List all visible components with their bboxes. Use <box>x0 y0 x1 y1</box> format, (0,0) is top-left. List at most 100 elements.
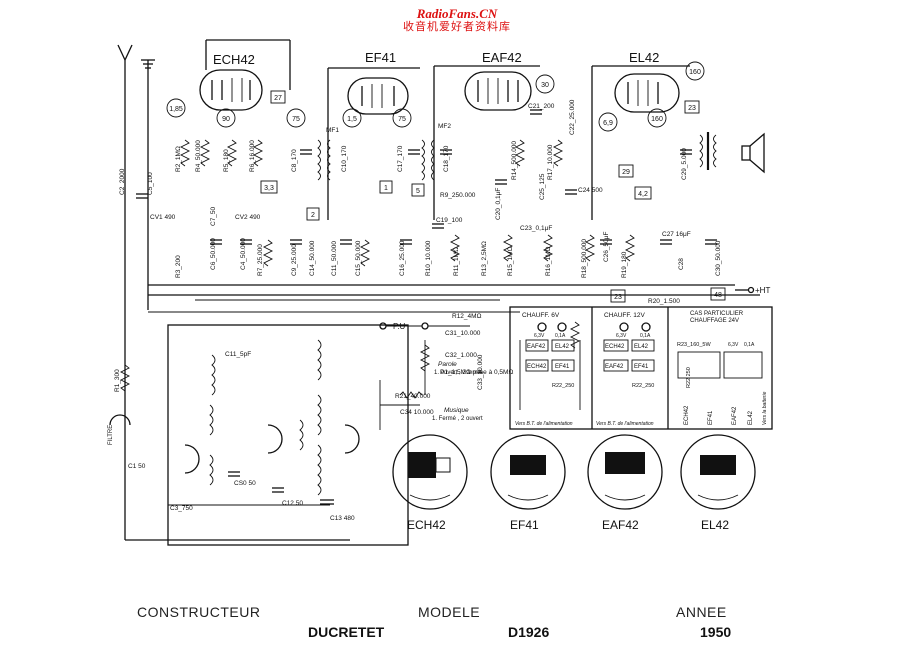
component-label: R14_500.000 <box>511 141 518 180</box>
inset-box1-rating: 0,1A <box>555 333 566 339</box>
component-label: C29_5.000 <box>681 148 688 180</box>
tube-ech42: ECH42 <box>199 39 291 111</box>
component-label: C2_2000 <box>119 168 126 195</box>
component-label: C26_50μF <box>603 231 610 262</box>
inset-box3-foot: Vers la batterie <box>762 391 768 425</box>
boxed-value: 2 <box>311 212 315 219</box>
switch-note-title: Parole <box>438 361 457 368</box>
inset-box1-tube: EAF42 <box>527 344 546 350</box>
boxed-values: 27 3,3 2 5 1 29 4,2 23 23 48 <box>260 90 726 303</box>
inset-box2-resistor: R22_250 <box>632 383 654 389</box>
component-label: C33_10.000 <box>477 354 484 390</box>
bus-lines <box>124 60 760 541</box>
circled-value: 160 <box>689 69 701 76</box>
inset-box3-resistor: R23_160_5W <box>677 342 711 348</box>
component-label: C21_200 <box>528 103 555 110</box>
inset-box1-foot: Vers B.T. de l'alimentation <box>515 421 573 427</box>
component-label: R1_300 <box>114 369 121 392</box>
circled-values: 1,85 90 75 1,5 75 30 6,9 160 160 <box>166 61 705 132</box>
component-label: C6_50.000 <box>210 238 217 270</box>
component-label: C1 50 <box>128 463 146 470</box>
upper-components: +HT <box>136 109 770 349</box>
socket-el42-label: EL42 <box>701 518 729 532</box>
component-label: MF2 <box>438 123 451 130</box>
circled-value: 6,9 <box>603 120 613 127</box>
component-label: C3_750 <box>170 505 193 512</box>
inset-box1-tube: EL42 <box>555 344 570 350</box>
inset-box2-tube: EL42 <box>634 344 649 350</box>
component-label: R12_4MΩ <box>452 313 482 320</box>
component-label: P1_1,5MΩ prise à 0,5MΩ <box>440 369 513 376</box>
component-label: C27 16μF <box>662 231 691 238</box>
antenna-symbol <box>117 44 155 75</box>
circled-value: 90 <box>222 116 230 123</box>
circled-value: 75 <box>398 116 406 123</box>
socket-ech42: ECH42 <box>392 434 468 532</box>
component-label: R9_250.000 <box>440 192 476 199</box>
inset-box1-title: CHAUFF. 6V <box>522 312 560 319</box>
component-label: MF1 <box>326 127 339 134</box>
component-label: C11_5pF <box>225 351 251 358</box>
inset-box3-tube: EL42 <box>748 410 754 425</box>
socket-eaf42-label: EAF42 <box>602 518 639 532</box>
pu-label: P.U <box>393 322 406 331</box>
component-label: C22_25.000 <box>569 99 576 135</box>
component-label: C13 480 <box>330 515 355 522</box>
boxed-value: 29 <box>622 169 630 176</box>
tube-ef41: EF41 <box>327 50 420 220</box>
component-label: C28 <box>678 258 685 270</box>
component-label: C24 500 <box>578 187 603 194</box>
site-title: RadioFans.CN <box>416 6 498 21</box>
socket-ech42-label: ECH42 <box>407 518 446 532</box>
component-label: C10_170 <box>341 145 348 172</box>
inset-box2-rating: 0,1A <box>640 333 651 339</box>
component-label: R18_500.000 <box>581 239 588 278</box>
inset-box3-tube: EAF42 <box>732 406 738 425</box>
component-label: R4_50.000 <box>195 140 202 172</box>
boxed-value: 3,3 <box>264 185 274 192</box>
component-label: C15_50.000 <box>355 240 362 276</box>
component-label: R21_40.000 <box>395 393 431 400</box>
component-label: C18_170 <box>443 145 450 172</box>
boxed-value: 4,2 <box>638 191 648 198</box>
circled-value: 160 <box>651 116 663 123</box>
inset-box3-rating: 6,3V <box>728 342 739 348</box>
boxed-value: 5 <box>416 188 420 195</box>
component-label: C17_170 <box>397 145 404 172</box>
inset-box1-rating: 6,3V <box>534 333 545 339</box>
component-label: C20_0,1μF <box>495 188 502 220</box>
socket-ef41-label: EF41 <box>510 518 539 532</box>
component-label: C5_100 <box>147 172 154 195</box>
component-label: R3_200 <box>175 255 182 278</box>
footer-modele-value: D1926 <box>508 624 550 640</box>
boxed-value: 23 <box>688 105 696 112</box>
inset-box3-tube: ECH42 <box>684 405 690 425</box>
component-label: C4_50.000 <box>240 238 247 270</box>
site-subtitle: 收音机爱好者资料库 <box>403 21 511 33</box>
footer-annee-value: 1950 <box>700 624 732 640</box>
site-watermark: RadioFans.CN 收音机爱好者资料库 <box>392 6 522 34</box>
component-label: R17_10.000 <box>547 144 554 180</box>
footer-constructeur-value: DUCRETET <box>308 624 385 640</box>
component-label: C32_1.000 <box>445 352 477 359</box>
component-label: R19_180 <box>621 251 628 278</box>
component-label: CS0 50 <box>234 480 256 487</box>
component-label: R13_2,5MΩ <box>481 241 488 276</box>
tube-el42: EL42 <box>591 50 690 220</box>
heater-inset: CHAUFF. 6V 6,3V 0,1A EAF42 EL42 ECH42 EF… <box>509 306 773 430</box>
circled-value: 1,85 <box>169 106 183 113</box>
inset-box3-rating: 0,1A <box>744 342 755 348</box>
circled-value: 30 <box>541 82 549 89</box>
component-label: R10_10.000 <box>425 240 432 276</box>
switch-note-line1: 1. ouvert , 2 fermé <box>434 370 483 376</box>
tube-ech42-label: ECH42 <box>213 52 255 67</box>
component-label: R2_1MΩ <box>175 146 182 172</box>
inset-box3-r22: R22 250 <box>686 367 692 388</box>
component-label: C34 10.000 <box>400 409 434 416</box>
footer-annee-label: ANNEE <box>676 604 727 620</box>
inset-box2-title: CHAUFF. 12V <box>604 312 645 319</box>
socket-eaf42: EAF42 <box>587 434 663 532</box>
component-label: R11_1MΩ <box>453 247 460 276</box>
component-label: R20_1.500 <box>648 298 680 305</box>
